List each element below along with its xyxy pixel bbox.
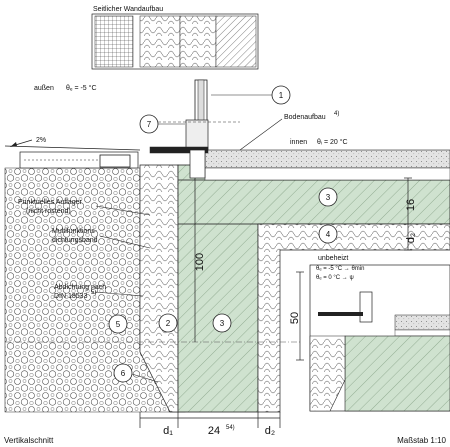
marker-4: 4 [318,224,338,244]
svg-text:6: 6 [121,369,126,378]
dim-24-ref: 54) [226,425,235,431]
svg-text:7: 7 [147,120,152,129]
slope-indicator: 2% [10,137,46,147]
slope-label: 2% [36,137,46,144]
floor-build-ref: 4) [334,111,339,117]
dim-d2-right: d₂ [405,233,417,243]
svg-text:3: 3 [326,193,331,202]
dim-24: 24 [208,425,220,437]
marker-5: 5 [108,314,128,334]
seal-line1: Abdichtung nach [54,284,106,291]
floor-screed [204,149,450,169]
section-title: Vertikalschnitt [4,436,54,445]
band-line2: dichtungsband [52,237,98,244]
scale-label: Maßstab 1:10 [397,436,446,445]
marker-7: 7 [139,114,159,134]
svg-text:1: 1 [279,91,284,100]
wall-layer-strip [91,13,259,70]
band-line1: Multifunktions- [52,228,98,235]
dim-16: 16 [405,199,417,211]
dimension-right: 16 d₂ [404,177,417,251]
floor-build-label: Bodenaufbau [284,114,326,121]
unheated-label: unbeheizt [318,255,348,262]
inside-temp: θᵢ = 20 °C [317,138,348,146]
wall-layers-title: Seitlicher Wandaufbau [93,6,163,13]
svg-text:3: 3 [220,319,225,328]
perimeter-insulation [139,164,179,413]
unheated-line1: θₑ = -5 °C → θmin [316,266,364,272]
unheated-line2: θₑ = 0 °C → ψ [316,275,354,281]
outside-temp: θₑ = -5 °C [66,84,97,92]
drain-grating [19,151,139,169]
marker-3b: 3 [212,313,232,333]
seal-line2: DIN 18533 [54,293,88,300]
marker-2: 2 [158,313,178,333]
dim-d1: d₁ [163,425,173,437]
inside-label: innen [290,139,307,146]
dimension-bottom: d₁ 24 54) d₂ [139,412,281,437]
marker-3a: 3 [318,187,338,207]
dimension-50: 50 [289,271,304,361]
detail-inset [309,264,450,412]
support-line1: Punktuelles Auflager [18,199,82,206]
svg-text:2: 2 [166,319,171,328]
dim-50: 50 [289,312,301,324]
svg-text:4: 4 [326,230,331,239]
support-line2: (nicht rostend) [26,208,71,215]
dimension-100: 100 [194,178,206,342]
marker-6: 6 [113,363,133,383]
dim-100: 100 [194,253,206,271]
window-frame [148,79,240,179]
dim-d2-bottom: d₂ [265,425,275,437]
outside-label: außen [34,85,54,92]
svg-text:5: 5 [116,320,121,329]
marker-1: 1 [271,85,291,105]
seal-ref: 5) [91,290,96,296]
